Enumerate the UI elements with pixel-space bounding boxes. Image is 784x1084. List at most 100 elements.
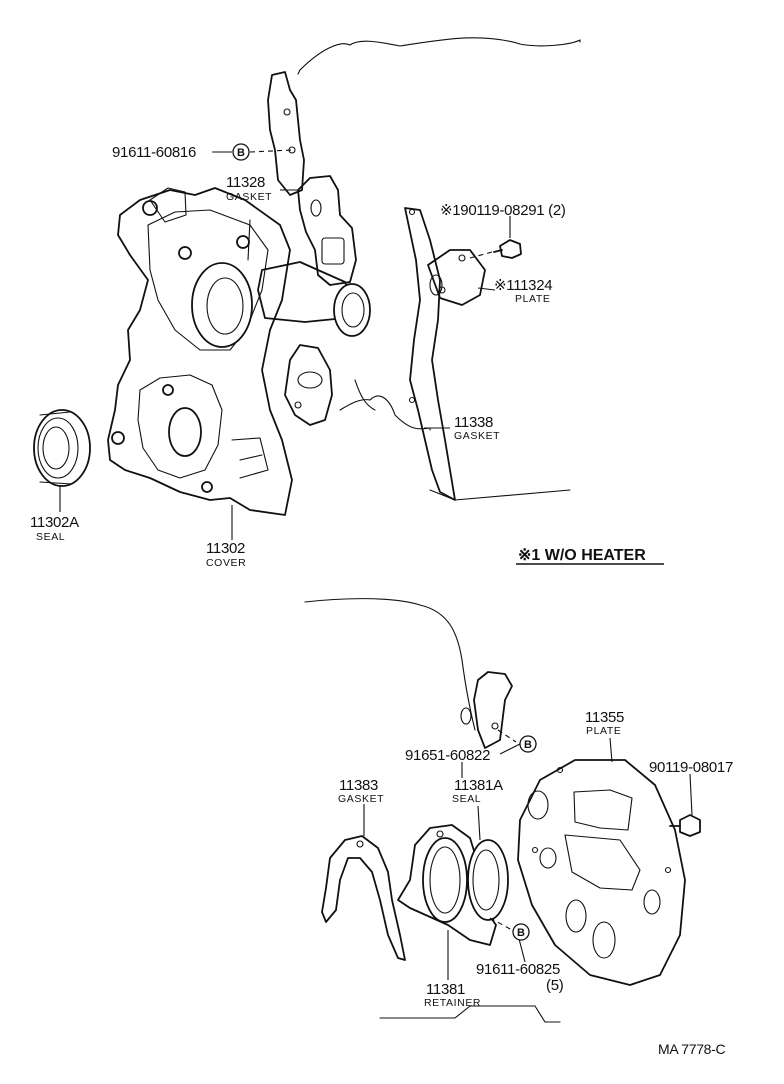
engine-outline-top-2 <box>297 69 376 411</box>
cover-top-flange <box>149 187 187 223</box>
bolt-b-letter-top: B <box>237 147 245 159</box>
label-111324-number: ※111324 <box>494 277 552 294</box>
plate-11355-top-window <box>573 789 633 831</box>
plate-11355-pin-3 <box>664 866 672 874</box>
gasket-11328-window <box>321 237 345 265</box>
label-91611-60816: 91611-60816 <box>112 144 196 161</box>
cover-rib <box>231 437 269 479</box>
leader-11355 <box>609 737 613 763</box>
bolt-b-top-dashline <box>249 149 293 153</box>
leader-90119-08017 <box>689 773 693 816</box>
label-111324-name: PLATE <box>515 293 550 305</box>
label-11381A-name: SEAL <box>452 793 481 805</box>
cover-gasket-tab-hole <box>297 371 323 389</box>
label-190119-08291: ※190119-08291 (2) <box>440 202 566 219</box>
cover-gasket-tab-bolt <box>294 401 302 409</box>
engine-outline-top <box>247 37 581 501</box>
water-pump-housing <box>137 374 223 479</box>
cover-gasket-tab <box>284 344 333 426</box>
label-91611-60825-qty: (5) <box>546 977 564 994</box>
cover-boss-3 <box>111 431 125 445</box>
water-outlet-inner <box>341 292 365 328</box>
bolt-b-marker-top <box>232 143 250 161</box>
bolt-b-letter-bottom: B <box>517 927 525 939</box>
label-11328-name: GASKET <box>226 191 272 203</box>
label-11383-name: GASKET <box>338 793 384 805</box>
plate-111324-hole-2 <box>438 286 446 294</box>
gasket-11328-shape <box>297 175 357 286</box>
plate-11355-hole-3 <box>565 899 587 933</box>
gasket-11383-hole <box>356 840 364 848</box>
retainer-11381-shape <box>397 824 497 946</box>
bolt-b-mid-dashline <box>497 729 517 743</box>
label-11383-number: 11383 <box>339 777 378 794</box>
plate-111324-shape <box>427 249 486 306</box>
oil-seal-11302A-outer <box>33 409 91 487</box>
oil-seal-11302A-edge <box>39 411 73 485</box>
cover-boss-4 <box>201 481 213 493</box>
label-91611-60825: 91611-60825 <box>476 961 560 978</box>
bracket-hole-1 <box>283 108 291 116</box>
gasket-11338-pin-1 <box>408 208 416 216</box>
note-without-heater: ※1 W/O HEATER <box>518 547 646 564</box>
gasket-11383-shape <box>321 835 406 961</box>
plate-11355-pin-1 <box>531 846 539 854</box>
gasket-11338-shape <box>404 207 456 501</box>
bolt-90119-08017-shape <box>669 814 701 837</box>
plate-11355-hole-5 <box>643 889 661 915</box>
label-11381-name: RETAINER <box>424 997 481 1009</box>
timing-cover-bore-inner <box>206 277 244 335</box>
bracket-bottom-bolt <box>491 722 499 730</box>
label-11381A-number: 11381A <box>454 777 503 794</box>
retainer-11381-hole <box>436 830 444 838</box>
timing-cover-11302-shape <box>107 187 293 516</box>
plate-111324-hole-1 <box>458 254 466 262</box>
bolt-b-letter-mid: B <box>524 739 532 751</box>
label-11355-name: PLATE <box>586 725 621 737</box>
label-11302A-name: SEAL <box>36 531 65 543</box>
engine-outline-bottom <box>304 598 476 731</box>
label-11338-name: GASKET <box>454 430 500 442</box>
plate-11355-hole-4 <box>592 921 616 959</box>
plate-11355-hole-1 <box>527 790 549 820</box>
leader-91651-60822 <box>499 743 521 755</box>
timing-cover-bracket <box>267 71 305 196</box>
gasket-11338-hole <box>429 274 443 296</box>
water-outlet-opening <box>333 283 371 337</box>
water-pump-bore <box>168 407 202 457</box>
bolt-b-marker-bottom <box>512 923 530 941</box>
label-11302A-number: 11302A <box>30 514 79 531</box>
oil-seal-11302A-inner <box>42 426 70 470</box>
plate-11355-hole-2 <box>539 847 557 869</box>
cover-boss-2 <box>236 235 250 249</box>
plate-11355-pin-2 <box>556 766 564 774</box>
drawing-code: MA 7778-C <box>658 1041 726 1057</box>
bolt-190119-08291-path <box>469 251 493 259</box>
label-90119-08017: 90119-08017 <box>649 759 733 776</box>
label-11338-number: 11338 <box>454 414 493 431</box>
cover-boss-6 <box>162 384 174 396</box>
label-91651-60822: 91651-60822 <box>405 747 490 764</box>
seal-11381A-inner <box>472 849 500 911</box>
oil-seal-11302A-mid <box>37 417 79 479</box>
bolt-190119-08291-shape <box>493 239 522 259</box>
retainer-bracket <box>473 671 513 749</box>
retainer-11381-bore-inner <box>429 846 461 914</box>
plate-11355-shape <box>517 759 686 986</box>
label-11381-number: 11381 <box>426 981 465 998</box>
plate-11355-center-window <box>564 834 641 891</box>
gasket-11338-pin-2 <box>408 396 416 404</box>
leader-11381A <box>477 805 481 841</box>
bolt-b-marker-mid <box>519 735 537 753</box>
bolt-b-bottom-dashline <box>489 917 513 931</box>
gasket-11328-hole <box>310 199 322 217</box>
leader-111324 <box>477 287 496 291</box>
label-11302-name: COVER <box>206 557 246 569</box>
bracket-bottom-hole <box>460 707 472 725</box>
cover-boss-5 <box>178 246 192 260</box>
label-11355-number: 11355 <box>585 709 624 726</box>
label-11302-number: 11302 <box>206 540 245 557</box>
seal-11381A-outer <box>467 839 509 921</box>
